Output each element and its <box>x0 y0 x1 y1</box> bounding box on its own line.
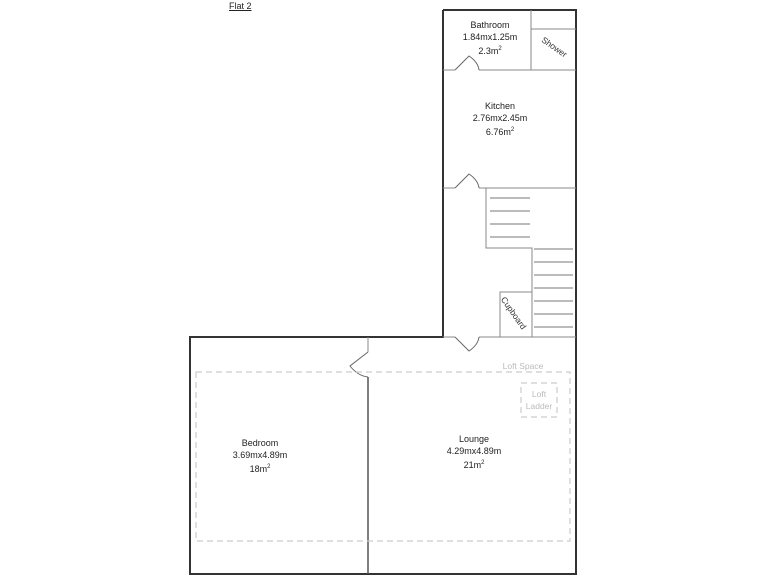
room-label-bathroom: Bathroom 1.84mx1.25m 2.3m2 <box>450 19 530 57</box>
room-dims: 3.69mx4.89m <box>232 450 288 460</box>
hall-door <box>454 336 480 352</box>
room-label-bedroom: Bedroom 3.69mx4.89m 18m2 <box>220 437 300 475</box>
room-name: Bathroom <box>470 20 510 30</box>
room-dims: 2.76mx2.45m <box>472 113 528 123</box>
room-dims: 1.84mx1.25m <box>462 32 518 42</box>
room-area: 6.76m2 <box>485 127 515 137</box>
bathroom-door <box>454 55 480 71</box>
room-area: 2.3m2 <box>478 46 502 56</box>
inner-walls <box>367 10 576 574</box>
kitchen-door <box>454 173 480 189</box>
loft-ladder-label: Loft Ladder <box>525 389 553 411</box>
room-label-kitchen: Kitchen 2.76mx2.45m 6.76m2 <box>460 100 540 138</box>
room-name: Lounge <box>458 434 490 444</box>
plan-title: Flat 2 <box>229 1 252 11</box>
door-swings <box>349 55 480 378</box>
room-area: 18m2 <box>249 464 271 474</box>
room-label-lounge: Lounge 4.29mx4.89m 21m2 <box>434 433 514 471</box>
room-area: 21m2 <box>463 460 485 470</box>
stair-treads <box>490 197 573 328</box>
room-name: Kitchen <box>484 101 516 111</box>
bedroom-door <box>349 351 369 378</box>
room-dims: 4.29mx4.89m <box>446 446 502 456</box>
loft-space-label: Loft Space <box>502 361 544 371</box>
loft-outlines <box>195 371 571 542</box>
room-name: Bedroom <box>241 438 279 448</box>
